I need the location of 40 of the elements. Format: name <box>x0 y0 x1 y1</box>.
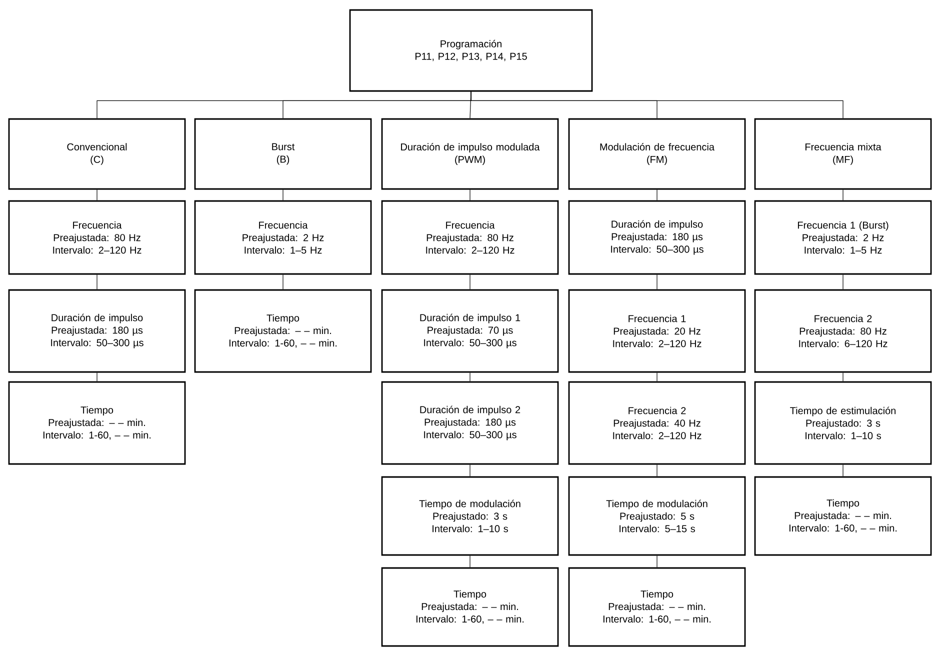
connector-line <box>842 464 844 477</box>
parameter-box: Frecuencia 1 (Burst) Preajustada: 2 Hz Intervalo: 1–5 Hz <box>754 200 932 275</box>
parameter-box: Tiempo Preajustada: – – min. Intervalo: 1-60, – – min. <box>8 381 186 465</box>
connector-line <box>842 372 844 382</box>
parameter-box: Duración de impulso 1 Preajustada: 70 µs Intervalo: 50–300 µs <box>381 289 559 373</box>
parameter-box: Duración de impulso Preajustada: 180 µs Intervalo: 50–300 µs <box>8 289 186 373</box>
connector-line <box>282 274 284 290</box>
parameter-box: Modulación de frecuencia (FM) <box>568 118 746 190</box>
parameter-box: Tiempo de modulación Preajustado: 5 s Intervalo: 5–15 s <box>568 476 746 556</box>
parameter-box: Tiempo Preajustada: – – min. Intervalo: 1-60, – – min. <box>194 289 372 373</box>
connector-line <box>470 91 844 119</box>
parameter-box: Duración de impulso 2 Preajustada: 180 µs Intervalo: 50–300 µs <box>381 381 559 465</box>
parameter-box: Frecuencia 2 Preajustada: 40 Hz Intervalo: 2–120 Hz <box>568 381 746 465</box>
parameter-box: Tiempo Preajustada: – – min. Intervalo: 1-60, – – min. <box>381 567 559 647</box>
connector-line <box>96 274 98 290</box>
parameter-box: Frecuencia Preajustada: 2 Hz Intervalo: 1–5 Hz <box>194 200 372 275</box>
parameter-box: Tiempo Preajustada: – – min. Intervalo: 1-60, – – min. <box>568 567 746 647</box>
parameter-box: Frecuencia Preajustada: 80 Hz Intervalo: 2–120 Hz <box>381 200 559 275</box>
parameter-box: Tiempo de estimulación Preajustado: 3 s Intervalo: 1–10 s <box>754 381 932 465</box>
parameter-box: Convencional (C) <box>8 118 186 190</box>
parameter-box: Duración de impulso modulada (PWM) <box>381 118 559 190</box>
parameter-box: Tiempo de modulación Preajustado: 3 s Intervalo: 1–10 s <box>381 476 559 556</box>
connector-line <box>282 189 284 201</box>
connector-line <box>656 189 658 201</box>
connector-line <box>656 372 658 382</box>
connector-line <box>656 274 658 290</box>
parameter-box: Frecuencia 1 Preajustada: 20 Hz Intervalo: 2–120 Hz <box>568 289 746 373</box>
connector-line <box>842 189 844 201</box>
parameter-box: Tiempo Preajustada: – – min. Intervalo: 1-60, – – min. <box>754 476 932 556</box>
connector-line <box>96 189 98 201</box>
program-box: Programación P11, P12, P13, P14, P15 <box>349 9 593 92</box>
connector-line <box>842 274 844 290</box>
connector-line <box>96 372 98 382</box>
connector-line <box>656 464 658 477</box>
parameter-box: Frecuencia mixta (MF) <box>754 118 932 190</box>
parameter-box: Frecuencia 2 Preajustada: 80 Hz Intervalo: 6–120 Hz <box>754 289 932 373</box>
connector-line <box>656 555 658 568</box>
parameter-box: Frecuencia Preajustada: 80 Hz Intervalo: 2–120 Hz <box>8 200 186 275</box>
parameter-box: Burst (B) <box>194 118 372 190</box>
parameter-box: Duración de impulso Preajustada: 180 µs Intervalo: 50–300 µs <box>568 200 746 275</box>
